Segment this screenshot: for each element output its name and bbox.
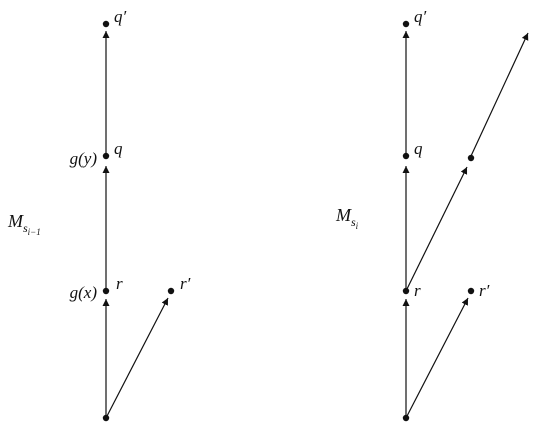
left-label-gx: g(x) (70, 283, 98, 302)
right-label-q: q (414, 139, 423, 158)
left-m-subsub: i−1 (28, 227, 41, 237)
right-label-qprime: q′ (414, 7, 427, 26)
left-label-q: q (114, 139, 123, 158)
left-m-base: M (7, 211, 24, 231)
right-edge-r-to-mid (405, 166, 468, 292)
left-node-rprime (167, 287, 175, 295)
right-m-base: M (335, 205, 352, 225)
right-edge-mid-to-top (470, 32, 529, 157)
left-m-sub: s (23, 221, 28, 235)
right-label-r: r (414, 281, 421, 300)
right-m-subsub: i (356, 221, 359, 231)
left-diagram: q′ q g(y) r g(x) r′ Msi−1 (7, 7, 191, 422)
right-label-m: Msi (335, 205, 359, 231)
right-edge-base-to-rprime (405, 297, 469, 419)
right-node-qprime (402, 20, 410, 28)
left-node-r (102, 287, 110, 295)
left-label-rprime: r′ (180, 274, 191, 293)
right-node-q (402, 152, 410, 160)
right-diagram: q′ q r r′ Msi (335, 7, 529, 422)
left-edge-base-to-rprime (105, 297, 169, 419)
right-node-rprime (467, 287, 475, 295)
left-label-gy: g(y) (70, 149, 98, 168)
left-node-qprime (102, 20, 110, 28)
right-node-r (402, 287, 410, 295)
left-label-qprime: q′ (114, 7, 127, 26)
left-label-r: r (116, 274, 123, 293)
right-m-sub: s (351, 215, 356, 229)
right-label-rprime: r′ (479, 281, 490, 300)
left-node-base (102, 414, 110, 422)
left-label-m: Msi−1 (7, 211, 41, 237)
right-node-mid (467, 154, 475, 162)
right-node-base (402, 414, 410, 422)
left-node-q (102, 152, 110, 160)
